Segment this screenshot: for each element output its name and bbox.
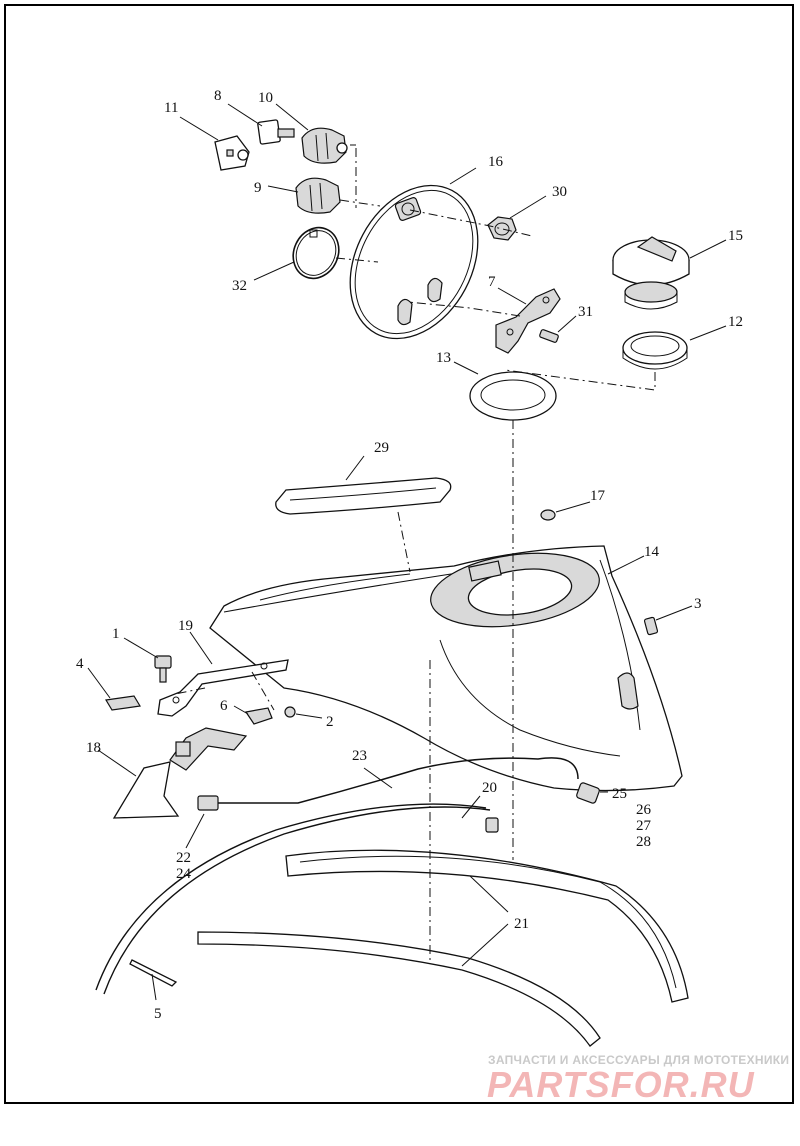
key-8 xyxy=(257,119,295,145)
callout-7: 7 xyxy=(488,274,496,290)
screw-2 xyxy=(284,706,296,718)
fuel-cap-15 xyxy=(612,236,690,310)
clip-nut-4 xyxy=(105,695,141,711)
hex-nut-30 xyxy=(487,216,517,241)
callout-27: 27 xyxy=(636,818,652,834)
callout-8: 8 xyxy=(214,88,222,104)
tie-strap-5 xyxy=(129,959,178,987)
callout-31: 31 xyxy=(578,304,593,320)
callout-25: 25 xyxy=(612,786,627,802)
callout-28: 28 xyxy=(636,834,651,850)
callout-1: 1 xyxy=(112,626,120,642)
callout-22: 22 xyxy=(176,850,191,866)
callout-24: 24 xyxy=(176,866,192,882)
plug-17 xyxy=(540,509,556,521)
callout-11: 11 xyxy=(164,100,178,116)
wire-harness-23 xyxy=(218,757,579,804)
hose-20 xyxy=(95,803,499,995)
callout-3: 3 xyxy=(694,596,702,612)
callout-4: 4 xyxy=(76,656,84,672)
callout-21: 21 xyxy=(514,916,529,932)
callout-18: 18 xyxy=(86,740,101,756)
callout-16: 16 xyxy=(488,154,504,170)
callout-29: 29 xyxy=(374,440,389,456)
connector-25 xyxy=(576,782,600,804)
gasket-29 xyxy=(275,477,452,515)
callout-13: 13 xyxy=(436,350,451,366)
connector-22 xyxy=(197,795,219,811)
callout-labels: 11 8 10 9 16 30 32 7 31 15 12 13 29 17 1… xyxy=(76,88,743,1022)
callout-19: 19 xyxy=(178,618,193,634)
callout-20: 20 xyxy=(482,780,497,796)
leader-lines xyxy=(87,103,727,1001)
bolt-3 xyxy=(643,616,659,636)
callout-32: 32 xyxy=(232,278,247,294)
bolt-1 xyxy=(154,655,172,683)
watermark-logo: PARTSFOR.RU xyxy=(487,1064,755,1105)
screw-31 xyxy=(539,329,559,343)
relay-bracket-18 xyxy=(112,727,248,819)
callout-30: 30 xyxy=(552,184,567,200)
clip-6 xyxy=(244,707,273,725)
bracket-7 xyxy=(495,288,561,354)
callout-26: 26 xyxy=(636,802,652,818)
callout-23: 23 xyxy=(352,748,367,764)
gasket-13 xyxy=(469,371,557,421)
trim-strip-21 xyxy=(197,849,689,1047)
alignment-lines xyxy=(174,144,656,960)
console-door-16 xyxy=(349,184,479,340)
callout-12: 12 xyxy=(728,314,743,330)
console-14 xyxy=(209,545,683,792)
callout-17: 17 xyxy=(590,488,606,504)
callout-14: 14 xyxy=(644,544,660,560)
callout-5: 5 xyxy=(154,1006,162,1022)
seal-ring-32 xyxy=(292,226,340,280)
lock-cylinder-10 xyxy=(301,127,348,164)
gasket-12 xyxy=(622,331,688,370)
drawing-frame xyxy=(4,4,794,1104)
callout-15: 15 xyxy=(728,228,743,244)
lock-cylinder-9 xyxy=(295,177,341,214)
callout-10: 10 xyxy=(258,90,273,106)
key-tag-11 xyxy=(214,135,250,171)
bracket-19 xyxy=(157,659,289,717)
callout-9: 9 xyxy=(254,180,262,196)
callout-2: 2 xyxy=(326,714,334,730)
callout-6: 6 xyxy=(220,698,228,714)
watermark-tagline: ЗАПЧАСТИ И АКСЕССУАРЫ ДЛЯ МОТОТЕХНИКИ xyxy=(488,1053,790,1067)
